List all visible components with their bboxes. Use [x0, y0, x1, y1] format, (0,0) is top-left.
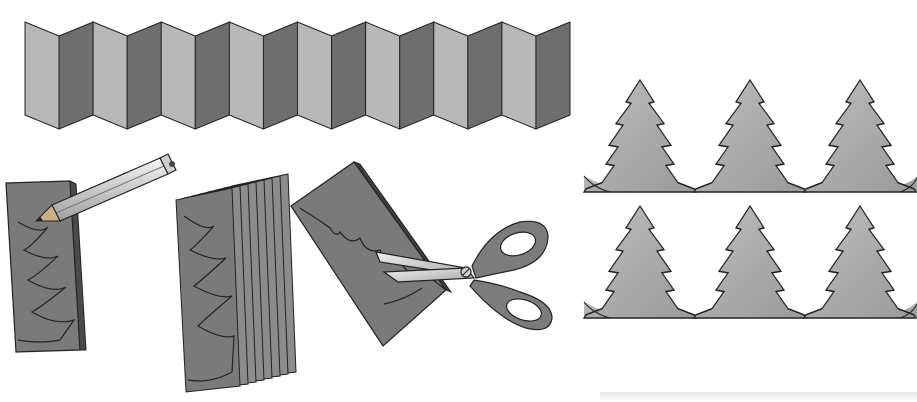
folded-paper-stack-icon [176, 174, 296, 392]
floor-shadow [600, 392, 917, 402]
accordion-panel [536, 22, 570, 129]
accordion-panel [161, 22, 195, 129]
tree-garland-icon [584, 80, 917, 318]
cutting-step [291, 162, 552, 346]
accordion-panel [400, 22, 434, 129]
tree-cutout [694, 206, 806, 318]
tree-cutout [804, 206, 916, 318]
accordion-panel [229, 22, 263, 129]
accordion-panel [298, 22, 332, 129]
accordion-panel [366, 22, 400, 129]
tree-cutout [804, 80, 916, 192]
tree-cutout [584, 80, 696, 192]
accordion-panel [332, 22, 366, 129]
tree-garland-row [584, 206, 917, 318]
tree-garland-row [584, 80, 917, 192]
folded-paper-layer [176, 188, 240, 392]
accordion-panel [195, 22, 229, 129]
accordion-panel [502, 22, 536, 129]
accordion-panel [127, 22, 161, 129]
accordion-panel [263, 22, 297, 129]
accordion-panel [25, 22, 59, 129]
accordion-panel [468, 22, 502, 129]
tree-cutout [694, 80, 806, 192]
tree-cutout [584, 206, 696, 318]
accordion-paper-icon [25, 22, 570, 129]
accordion-panel [59, 22, 93, 129]
pencil-drawing-step [6, 154, 176, 352]
accordion-panel [93, 22, 127, 129]
accordion-panel [434, 22, 468, 129]
